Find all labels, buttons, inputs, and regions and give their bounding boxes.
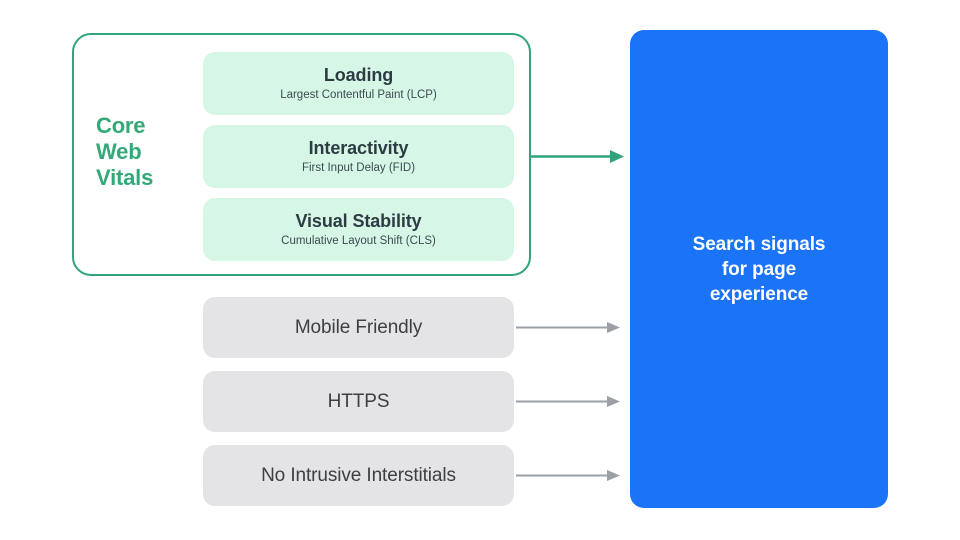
- arrow-core-web-vitals: [531, 150, 624, 163]
- metric-subtitle: First Input Delay (FID): [301, 162, 416, 174]
- arrow-no-intrusive-interstitials: [516, 470, 620, 481]
- signal-box-https[interactable]: HTTPS: [203, 371, 514, 432]
- arrow-mobile-friendly: [516, 322, 620, 333]
- metric-title: Visual Stability: [295, 211, 422, 231]
- core-web-vitals-group-label: Core Web Vitals: [96, 113, 154, 190]
- metric-title: Loading: [323, 65, 394, 85]
- metric-card-loading[interactable]: Loading Largest Contentful Paint (LCP): [203, 52, 514, 115]
- signal-box-mobile-friendly[interactable]: Mobile Friendly: [203, 297, 514, 358]
- metric-title: Interactivity: [308, 138, 409, 158]
- signal-label: Mobile Friendly: [294, 316, 423, 338]
- metric-card-visual-stability[interactable]: Visual Stability Cumulative Layout Shift…: [203, 198, 514, 261]
- metric-card-interactivity[interactable]: Interactivity First Input Delay (FID): [203, 125, 514, 188]
- metric-subtitle: Largest Contentful Paint (LCP): [280, 89, 437, 101]
- search-signals-panel[interactable]: Search signals for page experience: [630, 30, 888, 508]
- metric-subtitle: Cumulative Layout Shift (CLS): [281, 235, 436, 247]
- core-web-vitals-group: [72, 33, 531, 276]
- signal-label: HTTPS: [327, 390, 390, 412]
- signal-box-no-intrusive-interstitials[interactable]: No Intrusive Interstitials: [203, 445, 514, 506]
- signal-label: No Intrusive Interstitials: [261, 464, 456, 486]
- arrow-https: [516, 396, 620, 407]
- search-signals-label: Search signals for page experience: [692, 233, 826, 305]
